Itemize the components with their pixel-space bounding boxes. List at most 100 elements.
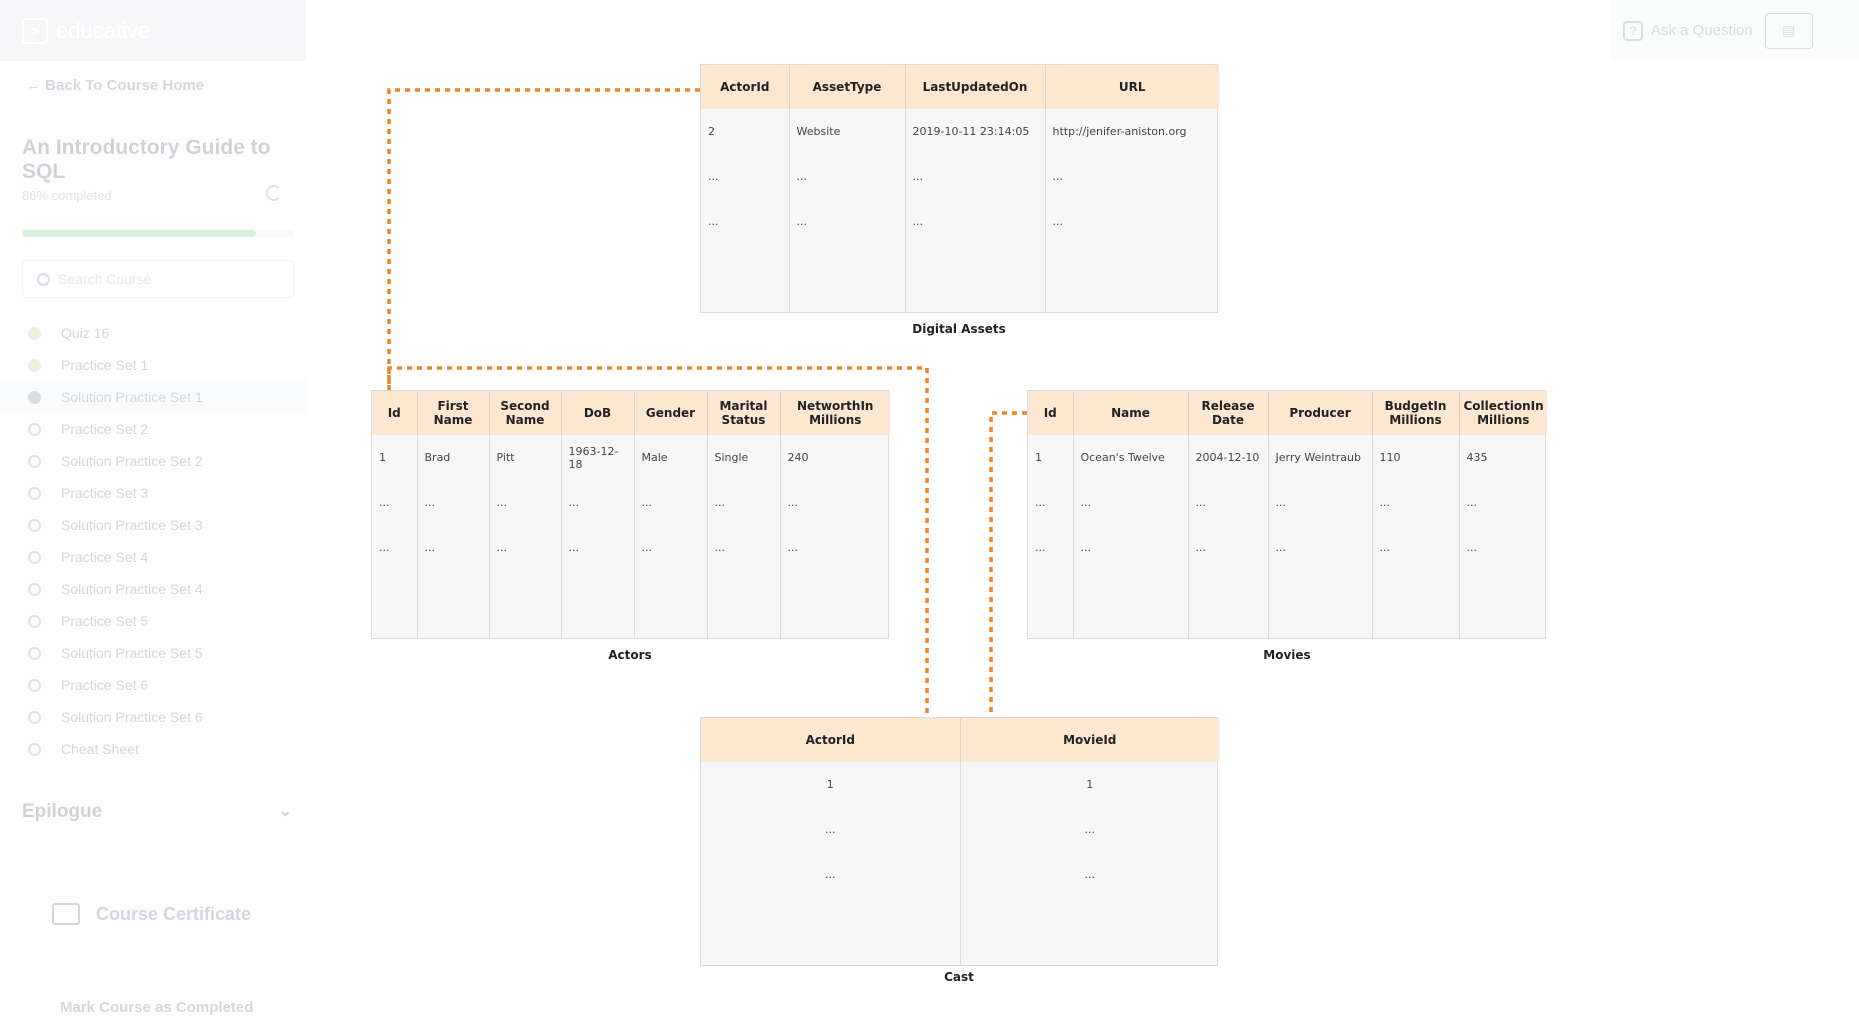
table-cell: 110 — [1372, 435, 1460, 480]
table-cell: 1 — [701, 762, 961, 807]
table-cell: ... — [1188, 525, 1269, 570]
table-cell: ... — [1073, 480, 1189, 525]
table-cell: ... — [1466, 496, 1478, 509]
table-cell: ... — [372, 480, 418, 525]
table-cell: ... — [1052, 170, 1064, 183]
empty-cell — [1073, 570, 1189, 638]
table-cell: ... — [1372, 525, 1460, 570]
empty-cell — [701, 244, 790, 312]
empty-cell — [634, 570, 708, 638]
table-cell: Brad — [417, 435, 490, 480]
table-cell: ... — [701, 852, 961, 897]
table-cell: ... — [787, 541, 799, 554]
column-header: DoB — [561, 391, 635, 435]
table-cell: Male — [634, 435, 708, 480]
table-cell: ... — [789, 154, 906, 199]
table-row: ............ — [701, 154, 1219, 199]
table-cell: Single — [707, 435, 781, 480]
empty-cell — [1268, 570, 1373, 638]
table-cell: Ocean's Twelve — [1073, 435, 1189, 480]
table-cell: ... — [1268, 480, 1373, 525]
empty-cell — [372, 570, 418, 638]
table-cell: ... — [489, 525, 562, 570]
table-row: ............ — [701, 199, 1219, 244]
digital-assets-caption: Digital Assets — [912, 322, 1006, 336]
column-header: MovieId — [960, 718, 1219, 762]
table-cell: 2 — [701, 109, 790, 154]
empty-cell — [780, 570, 890, 638]
table-cell: ... — [1084, 868, 1096, 881]
empty-cell — [1028, 570, 1074, 638]
table-cell: ... — [701, 807, 961, 852]
cast-caption: Cast — [944, 970, 974, 984]
table-cell: ... — [787, 496, 799, 509]
table-row: ...... — [701, 807, 1219, 852]
column-header: Marital Status — [707, 391, 781, 435]
table-cell: ... — [1028, 480, 1074, 525]
table-cell: Jerry Weintraub — [1268, 435, 1373, 480]
table-cell: ... — [701, 199, 790, 244]
table-cell: ... — [634, 525, 708, 570]
table-cell: 1 — [372, 435, 418, 480]
column-header: NetworthIn Millions — [780, 391, 890, 435]
column-header: First Name — [417, 391, 490, 435]
table-cell: 1 — [1028, 435, 1074, 480]
table-cell: 1 — [1086, 778, 1094, 791]
column-header: Producer — [1268, 391, 1373, 435]
column-header: LastUpdatedOn — [905, 65, 1046, 109]
column-header: Id — [372, 391, 418, 435]
table-cell: 435 — [1466, 451, 1488, 464]
connector-movies-cast — [989, 411, 1027, 717]
actors-caption: Actors — [608, 648, 652, 662]
table-cell: 1963-12-18 — [561, 435, 635, 480]
empty-cell — [701, 897, 961, 965]
table-cell: ... — [1372, 480, 1460, 525]
table-cell: ... — [1268, 525, 1373, 570]
empty-cell — [489, 570, 562, 638]
column-header: Release Date — [1188, 391, 1269, 435]
table-cell: ... — [905, 154, 1046, 199]
table-cell: ... — [1466, 541, 1478, 554]
empty-cell — [1372, 570, 1460, 638]
table-cell: Website — [789, 109, 906, 154]
empty-cell — [1188, 570, 1269, 638]
column-header: Second Name — [489, 391, 562, 435]
table-cell: Pitt — [489, 435, 562, 480]
table-cell: ... — [1188, 480, 1269, 525]
empty-cell — [417, 570, 490, 638]
table-row: ...... — [701, 852, 1219, 897]
table-cell: ... — [372, 525, 418, 570]
empty-cell — [561, 570, 635, 638]
empty-cell — [1459, 570, 1547, 638]
table-cell: ... — [634, 480, 708, 525]
table-cell: ... — [789, 199, 906, 244]
connector-digital-assets-actors — [387, 88, 700, 390]
column-header: URL — [1045, 65, 1219, 109]
table-empty-row — [701, 244, 1219, 312]
table-empty-row — [372, 570, 890, 638]
empty-cell — [707, 570, 781, 638]
table-row: .................. — [1028, 480, 1547, 525]
table-cell: ... — [561, 525, 635, 570]
table-cell: ... — [1073, 525, 1189, 570]
table-cell: ... — [417, 525, 490, 570]
movies-caption: Movies — [1263, 648, 1311, 662]
table-row: ..................... — [372, 480, 890, 525]
empty-cell — [960, 897, 1219, 965]
table-empty-row — [1028, 570, 1547, 638]
empty-cell — [789, 244, 906, 312]
